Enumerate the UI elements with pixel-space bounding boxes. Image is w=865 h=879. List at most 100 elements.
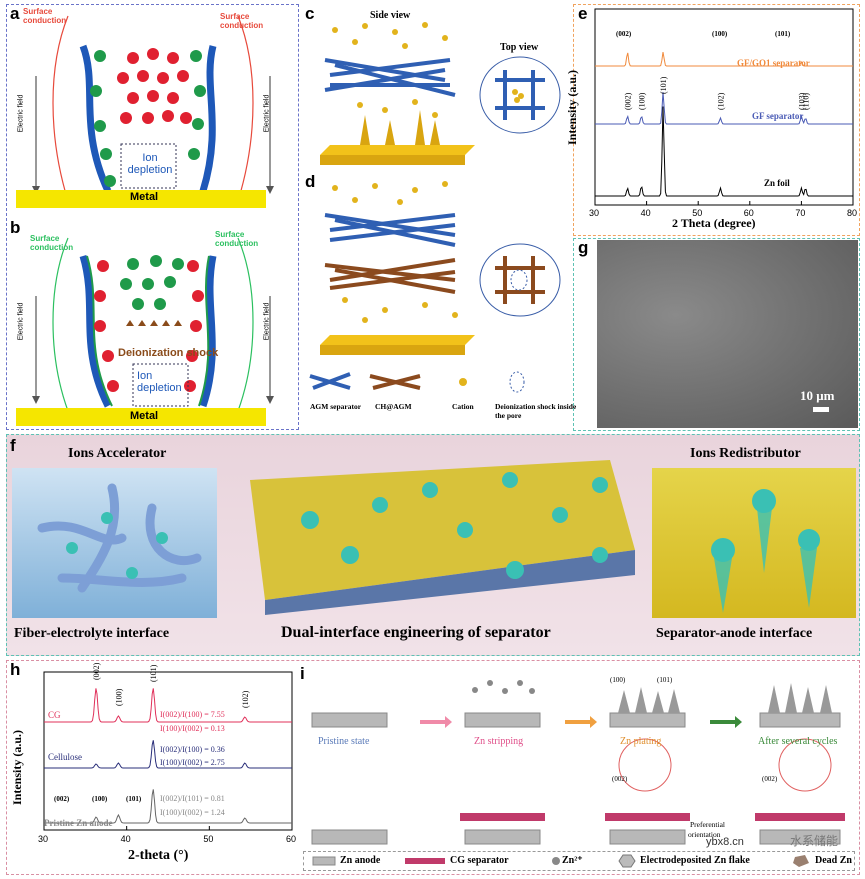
- surface-conduction-right-a: Surface conduction: [220, 12, 264, 30]
- panel-label-b: b: [10, 218, 21, 237]
- efield-right-a: Electric field: [263, 94, 271, 133]
- i-crystal-002-b: (002): [762, 775, 778, 783]
- e-tick-label: 60: [744, 208, 754, 218]
- h-trace-cg: CG: [48, 710, 61, 720]
- i-crystal-101: (101): [657, 676, 673, 684]
- i-step-after: After several cycles: [758, 736, 838, 747]
- i-legend-flake: Electrodeposited Zn flake: [640, 855, 750, 866]
- h-peak-label: (101): [149, 664, 158, 682]
- i-step-plating: Zn plating: [620, 736, 662, 747]
- e-tick-label: 40: [641, 208, 651, 218]
- xrd-chart-h: 30 40 50 60 (002) (100) (101) (102): [38, 662, 296, 844]
- legend-agm: AGM separator: [310, 402, 362, 411]
- side-view-label: Side view: [370, 10, 411, 21]
- e-tick-label: 80: [847, 208, 857, 218]
- schematic-a: Surface conduction: [16, 7, 274, 208]
- i-legend-dead: Dead Zn: [815, 855, 852, 866]
- f-right-caption: Separator-anode interface: [656, 626, 813, 641]
- i-crystal-100: (100): [610, 676, 626, 684]
- i-crystal-002-a: (002): [612, 775, 628, 783]
- schematic-b: [16, 237, 274, 426]
- panel-label-f: f: [10, 436, 16, 455]
- h-ratio-cel-b: I(100)/I(002) = 2.75: [160, 758, 225, 767]
- panel-label-g: g: [578, 238, 589, 257]
- top-view-label: Top view: [500, 42, 539, 53]
- h-trace-line-cg: [44, 688, 292, 723]
- e-trace-gf: GF separator: [752, 111, 804, 121]
- e-crystal-100: (100): [712, 30, 728, 38]
- f-left-fibers: [37, 483, 202, 593]
- h-tick-label: 40: [121, 834, 131, 844]
- panel-label-c: c: [305, 4, 315, 23]
- ion-depletion-a: Ion depletion: [127, 152, 173, 176]
- scale-label: 10 μm: [800, 388, 835, 403]
- surface-conduction-left-a: Surface: [23, 7, 53, 16]
- h-crystal-101: (101): [126, 795, 142, 803]
- h-trace-pristine: Pristine Zn anode: [44, 818, 113, 828]
- i-preferential: Preferential: [690, 820, 725, 829]
- panel-g: [573, 238, 860, 431]
- e-peak-label: (101): [659, 76, 668, 94]
- schematic-c: [320, 22, 561, 165]
- efield-left-a: Electric field: [17, 94, 25, 133]
- legend-d-icons: [309, 371, 525, 393]
- deionization-label-b: Deionization shock: [118, 347, 219, 359]
- f-center-caption: Dual-interface engineering of separator: [281, 624, 551, 641]
- e-trace-line-zn: [595, 106, 853, 197]
- h-ratio-pz-a: I(002)/I(101) = 0.81: [160, 794, 225, 803]
- h-trace-line-pristine: [44, 789, 292, 824]
- efield-left-b: Electric field: [17, 302, 25, 341]
- h-trace-line-cellulose: [44, 740, 292, 769]
- e-peak-label: (103): [797, 92, 806, 110]
- e-peak-label: (102): [716, 92, 725, 110]
- h-peak-label: (002): [92, 662, 101, 680]
- h-ratio-cg-b: I(100)/I(002) = 0.13: [160, 724, 225, 733]
- i-step-pristine: Pristine state: [318, 736, 370, 747]
- e-peak-label: (100): [637, 92, 646, 110]
- h-peak-label: (102): [241, 690, 250, 708]
- h-tick-label: 50: [203, 834, 213, 844]
- e-tick-label: 70: [795, 208, 805, 218]
- h-trace-cellulose: Cellulose: [48, 752, 82, 762]
- h-crystal-100: (100): [92, 795, 108, 803]
- i-step-stripping: Zn stripping: [474, 736, 524, 747]
- e-crystal-002: (002): [616, 30, 632, 38]
- panel-label-d: d: [305, 172, 316, 191]
- sem-image: [597, 240, 858, 428]
- h-tick-label: 60: [286, 834, 296, 844]
- e-crystal-101: (101): [775, 30, 791, 38]
- e-tick-label: 50: [692, 208, 702, 218]
- efield-right-b: Electric field: [263, 302, 271, 341]
- schematic-i: [311, 680, 845, 845]
- f-right-image: [652, 468, 856, 618]
- e-peak-label: (002): [624, 92, 633, 110]
- h-ratio-cg-a: I(002)/I(100) = 7.55: [160, 710, 225, 719]
- i-legend-zn-anode: Zn anode: [340, 855, 381, 866]
- svg-text:conduction: conduction: [23, 16, 66, 25]
- panel-label-e: e: [578, 4, 588, 23]
- legend-ch-agm: CH@AGM: [375, 402, 412, 411]
- f-center-mat: [250, 460, 635, 615]
- f-left-caption: Fiber-electrolyte interface: [14, 626, 170, 641]
- e-xlabel: 2 Theta (degree): [672, 216, 756, 230]
- panel-e: [573, 4, 860, 236]
- e-peak-label: (110): [802, 93, 811, 110]
- i-legend-box: [303, 851, 855, 871]
- metal-label-a: Metal: [130, 191, 159, 203]
- surface-conduction-left-b: Surface conduction: [30, 234, 74, 252]
- i-orientation: orientation: [688, 830, 721, 839]
- e-ylabel: Intensity (a.u.): [565, 69, 580, 146]
- metal-label-b: Metal: [130, 410, 159, 422]
- h-tick-label: 30: [38, 834, 48, 844]
- f-left-title: Ions Accelerator: [68, 446, 167, 461]
- i-legend-icons: [312, 854, 809, 868]
- e-trace-zn: Zn foil: [764, 178, 790, 188]
- f-right-cones: [711, 489, 820, 613]
- h-peak-label: (100): [114, 688, 123, 706]
- e-trace-gfgo: GF/GO1 separator: [737, 58, 810, 68]
- panel-label-h: h: [10, 660, 21, 679]
- h-ratio-cel-a: I(002)/I(100) = 0.36: [160, 745, 225, 754]
- panel-ab: [6, 4, 299, 430]
- f-right-title: Ions Redistributor: [690, 446, 801, 461]
